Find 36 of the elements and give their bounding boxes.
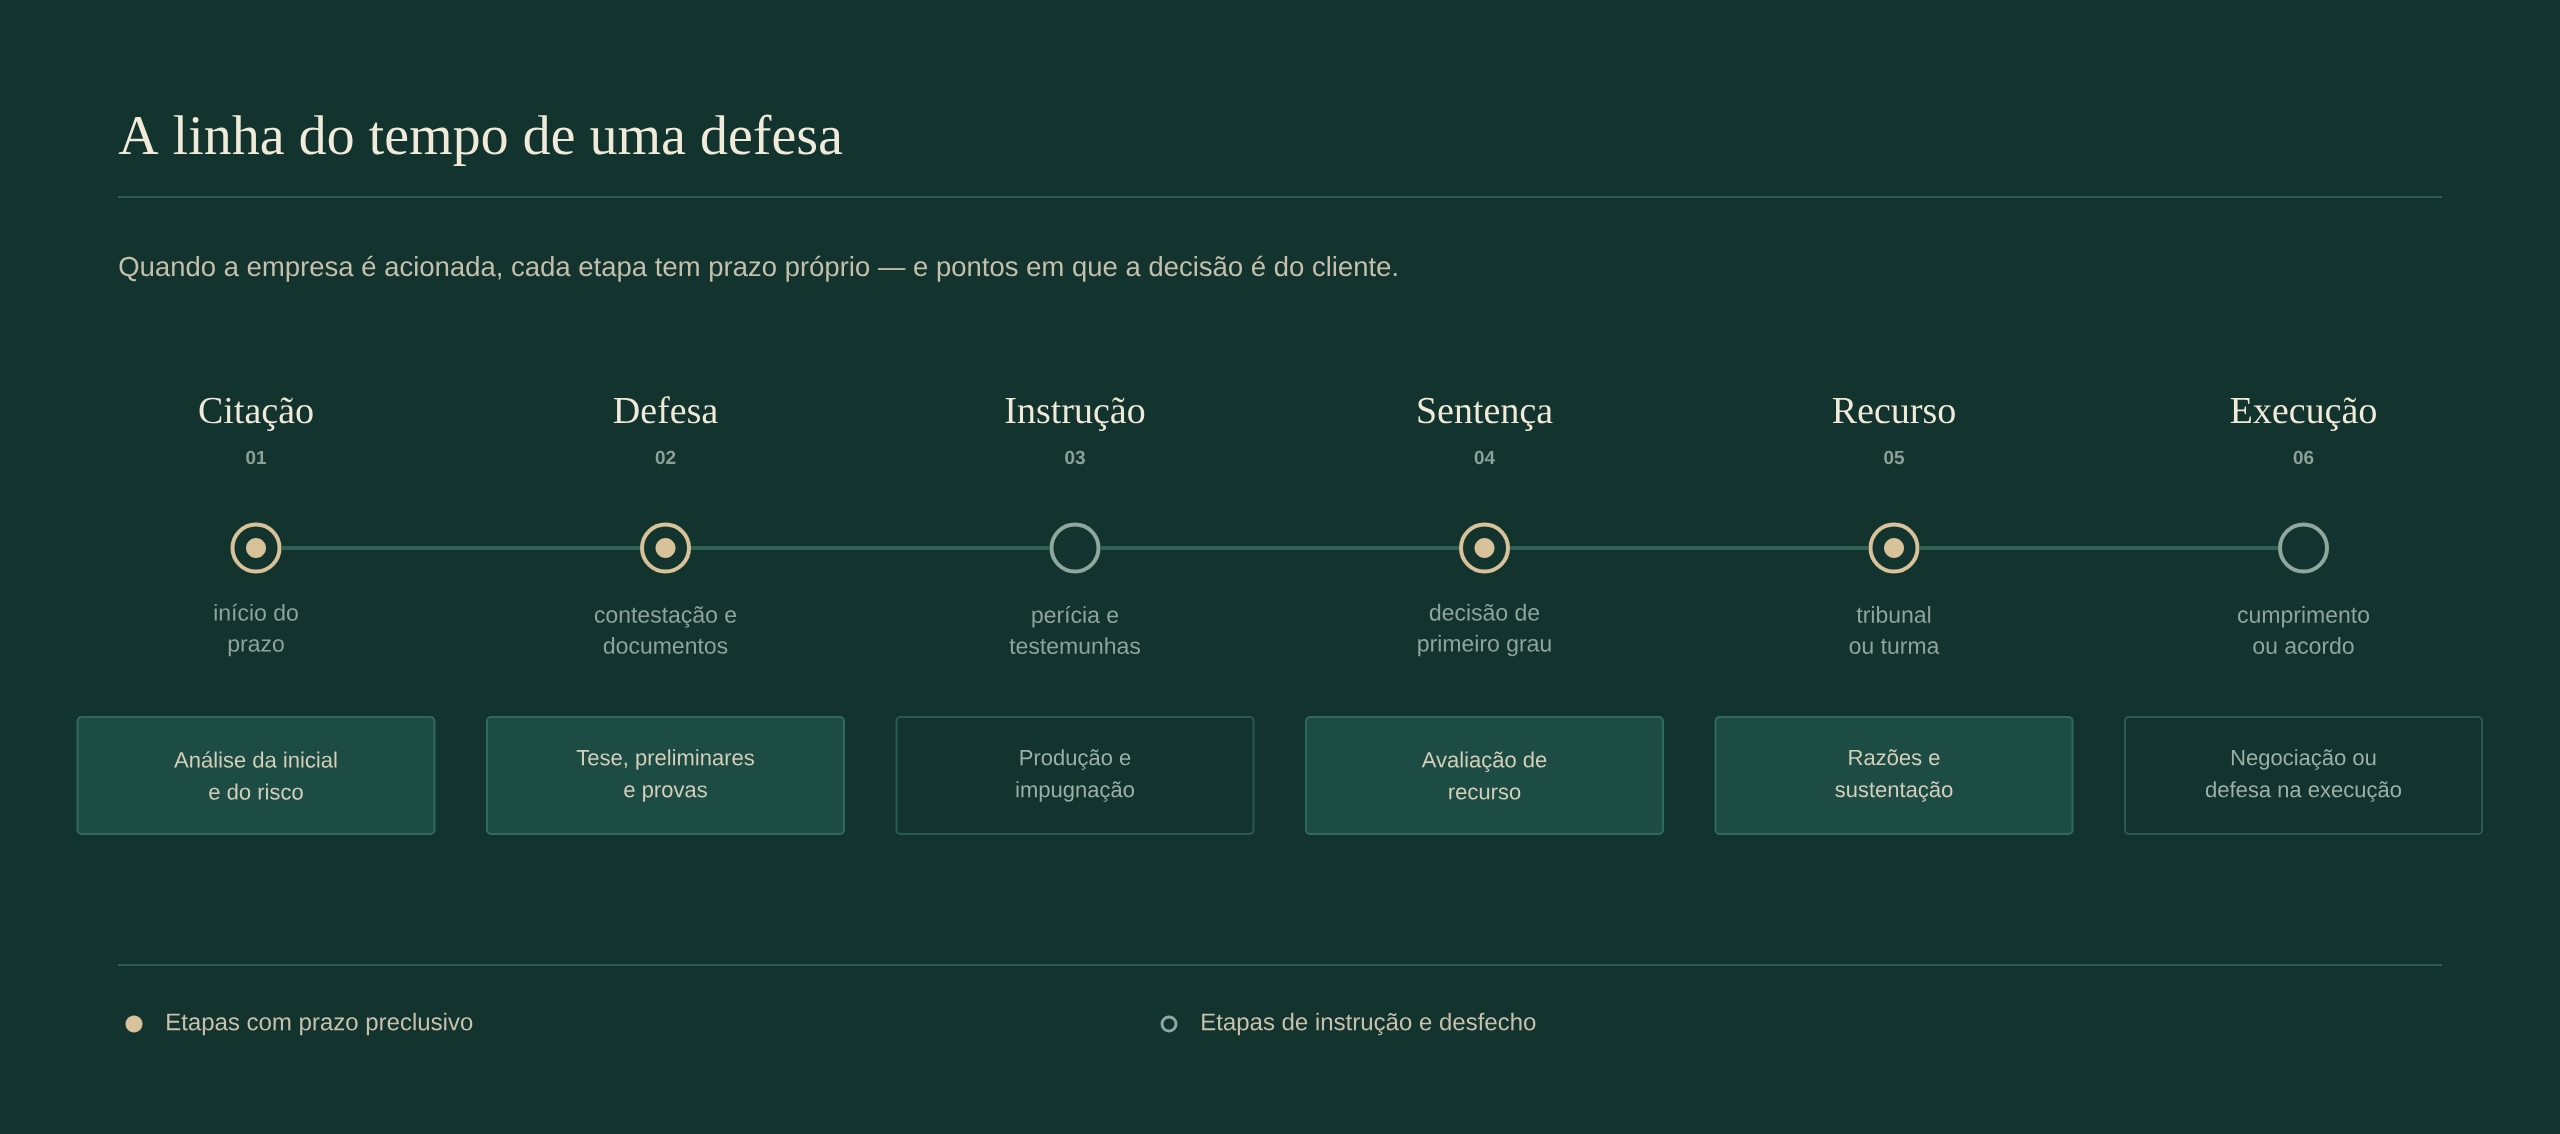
step-number: 02 — [655, 450, 676, 465]
legend-text: Etapas com prazo preclusivo — [167, 1012, 473, 1036]
task-box: Negociação ou defesa na execução — [2124, 716, 2483, 835]
timeline-line — [1100, 546, 1459, 550]
legend-text: Etapas de instrução e desfecho — [1202, 1012, 1536, 1036]
timeline-marker — [230, 522, 282, 574]
timeline-line — [1919, 546, 2278, 550]
step-title: Execução — [2230, 397, 2376, 432]
task-box: Produção e impugnação — [895, 716, 1255, 835]
timeline-marker — [1868, 522, 1920, 574]
step-number: 05 — [1884, 450, 1905, 465]
step-description: início do prazo — [214, 603, 298, 657]
step-number: 04 — [1474, 450, 1495, 465]
step-number: 06 — [2293, 450, 2314, 465]
task-box: Tese, preliminares e provas — [486, 716, 845, 835]
step-description: decisão de primeiro grau — [1418, 603, 1551, 657]
timeline-line — [691, 546, 1050, 550]
step-description: cumprimento ou acordo — [2238, 606, 2369, 654]
step-title: Sentença — [1418, 397, 1553, 432]
task-box: Avaliação de recurso — [1305, 716, 1664, 835]
step-number: 01 — [246, 450, 267, 465]
heading: A linha do tempo de uma defesa — [118, 114, 843, 166]
step-description: tribunal ou turma — [1849, 606, 1940, 654]
step-title: Instrução — [1005, 397, 1145, 432]
task-box: Razões e sustentação — [1714, 716, 2074, 835]
step-description: perícia e testemunhas — [1009, 605, 1140, 655]
task-box: Análise da inicial e do risco — [76, 716, 436, 835]
step-number: 03 — [1065, 450, 1085, 465]
step-title: Citação — [199, 397, 313, 432]
timeline-line — [1510, 546, 1869, 550]
timeline-line — [281, 546, 640, 550]
step-title: Recurso — [1832, 398, 1955, 424]
step-title: Defesa — [613, 396, 718, 424]
timeline-marker — [1049, 522, 1101, 574]
step-description: contestação e documentos — [594, 606, 737, 654]
subtitle: Quando a empresa é acionada, cada etapa tem prazo próprio — e pontos em que a decisão é do cliente. — [119, 255, 1397, 282]
